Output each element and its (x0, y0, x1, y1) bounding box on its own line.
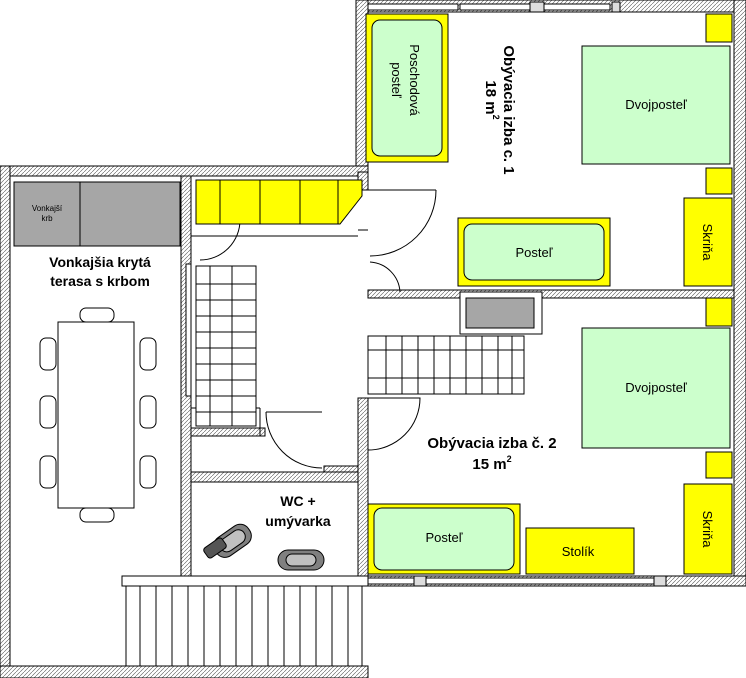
wc-label-2: umývarka (265, 513, 331, 529)
window-bottom (367, 577, 659, 585)
fireplace (13, 181, 181, 247)
room1-name: Obývacia izba c. 1 (500, 45, 517, 174)
dining-table (57, 321, 135, 509)
washbasin (277, 549, 325, 571)
bunk-bed-label-1: Poschodová (407, 44, 422, 116)
wall-wc-stub (323, 465, 359, 473)
storage-box (459, 291, 543, 335)
svg-text:18 m2: 18 m2 (482, 80, 501, 119)
staircase-horizontal (367, 335, 525, 395)
wardrobe-1-label: Skriňa (700, 224, 715, 262)
nightstand-1a (705, 13, 733, 43)
bed-1-label: Posteľ (515, 245, 552, 260)
wc-label-1: WC + (280, 493, 315, 509)
wall-between-rooms (367, 289, 735, 299)
table (525, 527, 635, 575)
door-room2 (367, 397, 421, 451)
door-wc (265, 411, 323, 469)
window-stair (185, 263, 192, 397)
dining-chairs (39, 307, 157, 523)
double-bed-2-label: Dvojposteľ (625, 380, 687, 395)
wall-stair-bottom (190, 427, 266, 437)
table-label: Stolík (562, 544, 595, 559)
nightstand-1b (705, 167, 733, 195)
nightstand-2b (705, 451, 733, 479)
wall-terrace-top (0, 165, 369, 177)
wall-room2-left (357, 397, 369, 587)
room2-name: Obývacia izba č. 2 (427, 435, 556, 452)
door-stair-top (199, 219, 241, 261)
bed-1 (457, 217, 611, 287)
room1-area: 18 m2 (482, 80, 501, 119)
yellow-cabinets (195, 179, 363, 225)
balcony-railing (121, 575, 369, 666)
staircase-vertical (195, 265, 257, 427)
double-bed-2 (581, 327, 731, 449)
bunk-bed-label-2: posteľ (389, 62, 404, 98)
terrace-label-2: terasa s krbom (50, 273, 150, 289)
doors (199, 189, 437, 469)
bunk-bed (365, 13, 449, 163)
bed-2 (367, 503, 521, 575)
wall-right (733, 0, 746, 587)
terrace-label-1: Vonkajšia krytá (49, 254, 151, 270)
wardrobe-2 (683, 483, 733, 575)
fireplace-label-1: Vonkajší (32, 204, 63, 213)
nightstand-2a (705, 297, 733, 327)
bed-2-label: Posteľ (425, 530, 462, 545)
wall-bottom (0, 665, 369, 678)
wall-wc-top (190, 471, 359, 483)
wardrobe-1 (683, 197, 733, 287)
wall-left (0, 165, 11, 678)
window-top-1 (367, 3, 459, 11)
room2-area: 15 m2 (472, 454, 511, 473)
fireplace-label-2: krb (41, 214, 53, 223)
double-bed-1-label: Dvojposteľ (625, 97, 687, 112)
double-bed-1 (581, 45, 731, 165)
wardrobe-2-label: Skriňa (700, 511, 715, 549)
